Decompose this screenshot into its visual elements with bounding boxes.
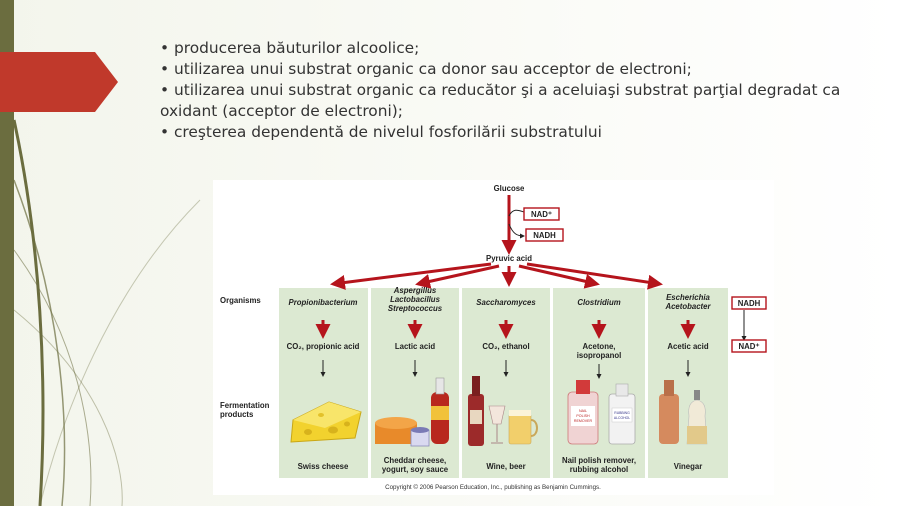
- bottle-label-text: RUBBING: [614, 411, 630, 415]
- food-arrows: [320, 360, 691, 379]
- glucose-label: Glucose: [494, 184, 525, 193]
- nad-curve: [508, 209, 525, 217]
- swiss-cheese-illustration: [290, 401, 362, 443]
- product-label: isopropanol: [577, 351, 622, 360]
- title-arrow-shape: [0, 52, 118, 112]
- organism-label: Lactobacillus: [390, 295, 440, 304]
- side-nadh-label: NADH: [738, 299, 761, 308]
- organism-label: Streptococcus: [388, 304, 443, 313]
- food-label: Wine, beer: [486, 462, 525, 471]
- side-nad-plus-box: [731, 339, 767, 353]
- food-label: yogurt, soy sauce: [382, 465, 449, 474]
- bottle-label-text: ALCOHOL: [614, 416, 630, 420]
- product-arrows: [315, 320, 696, 339]
- organism-label: Aspergillus: [393, 286, 437, 295]
- wine-beer-illustration: [468, 376, 538, 446]
- nadh-curve: [508, 223, 525, 239]
- organism-label: Acetobacter: [664, 302, 711, 311]
- bottle-label-text: NAIL: [579, 409, 587, 413]
- bullet-item: • producerea băuturilor alcoolice;: [160, 39, 420, 57]
- product-label: Acetic acid: [667, 342, 708, 351]
- bottle-label-text: POLISH: [576, 414, 590, 418]
- branch-arrow: [415, 264, 500, 289]
- product-label: CO₂, propionic acid: [287, 342, 360, 351]
- vinegar-illustration: [659, 380, 708, 445]
- food-label: Swiss cheese: [298, 462, 349, 471]
- bullet-item: • utilizarea unui substrat organic ca re…: [160, 81, 841, 120]
- cheddar-yogurt-soy-illustration: [375, 377, 449, 447]
- decorative-curves: [12, 119, 201, 506]
- branch-arrow: [526, 262, 663, 290]
- nadh-box: [525, 228, 564, 242]
- product-label: Acetone,: [583, 342, 616, 351]
- food-label: Cheddar cheese,: [384, 456, 446, 465]
- fermentation-row-label: products: [220, 410, 254, 419]
- organism-label: Saccharomyces: [476, 298, 536, 307]
- nail-polish-alcohol-illustration: NAIL POLISH REMOVER RUBBING ALCOHOL: [567, 380, 636, 445]
- organism-label: Clostridium: [577, 298, 620, 307]
- product-label: Lactic acid: [395, 342, 436, 351]
- fermentation-row-label: Fermentation: [220, 401, 270, 410]
- nad-plus-label: NAD⁺: [531, 210, 552, 219]
- column-panel: [371, 288, 459, 478]
- slide-decoration: [0, 0, 201, 506]
- organism-label: Propionibacterium: [289, 298, 358, 307]
- column-panel: [279, 288, 368, 478]
- fermentation-figure: Glucose NAD⁺ NADH Pyruvic acid Organisms…: [213, 180, 774, 495]
- bullet-item: • creşterea dependentă de nivelul fosfor…: [160, 123, 602, 141]
- nadh-label: NADH: [533, 231, 556, 240]
- branch-arrow: [330, 262, 492, 290]
- product-label: CO₂, ethanol: [482, 342, 529, 351]
- bottle-label-text: REMOVER: [574, 419, 593, 423]
- column-panel: [553, 288, 645, 478]
- branch-arrow: [518, 264, 600, 289]
- bullet-list: • producerea băuturilor alcoolice; • uti…: [160, 38, 860, 143]
- left-edge-bar: [0, 0, 14, 506]
- organism-label: Escherichia: [666, 293, 710, 302]
- organisms-row-label: Organisms: [220, 296, 261, 305]
- side-nad-plus-label: NAD⁺: [738, 342, 759, 351]
- food-label: rubbing alcohol: [570, 465, 628, 474]
- pyruvic-acid-label: Pyruvic acid: [486, 254, 532, 263]
- bullet-item: • utilizarea unui substrat organic ca do…: [160, 60, 692, 78]
- side-nadh-box: [731, 296, 767, 310]
- food-label: Vinegar: [674, 462, 702, 471]
- food-label: Nail polish remover,: [562, 456, 636, 465]
- copyright-notice: Copyright © 2006 Pearson Education, Inc.…: [385, 484, 601, 491]
- column-panel: [648, 288, 728, 478]
- nad-plus-box: [523, 207, 560, 221]
